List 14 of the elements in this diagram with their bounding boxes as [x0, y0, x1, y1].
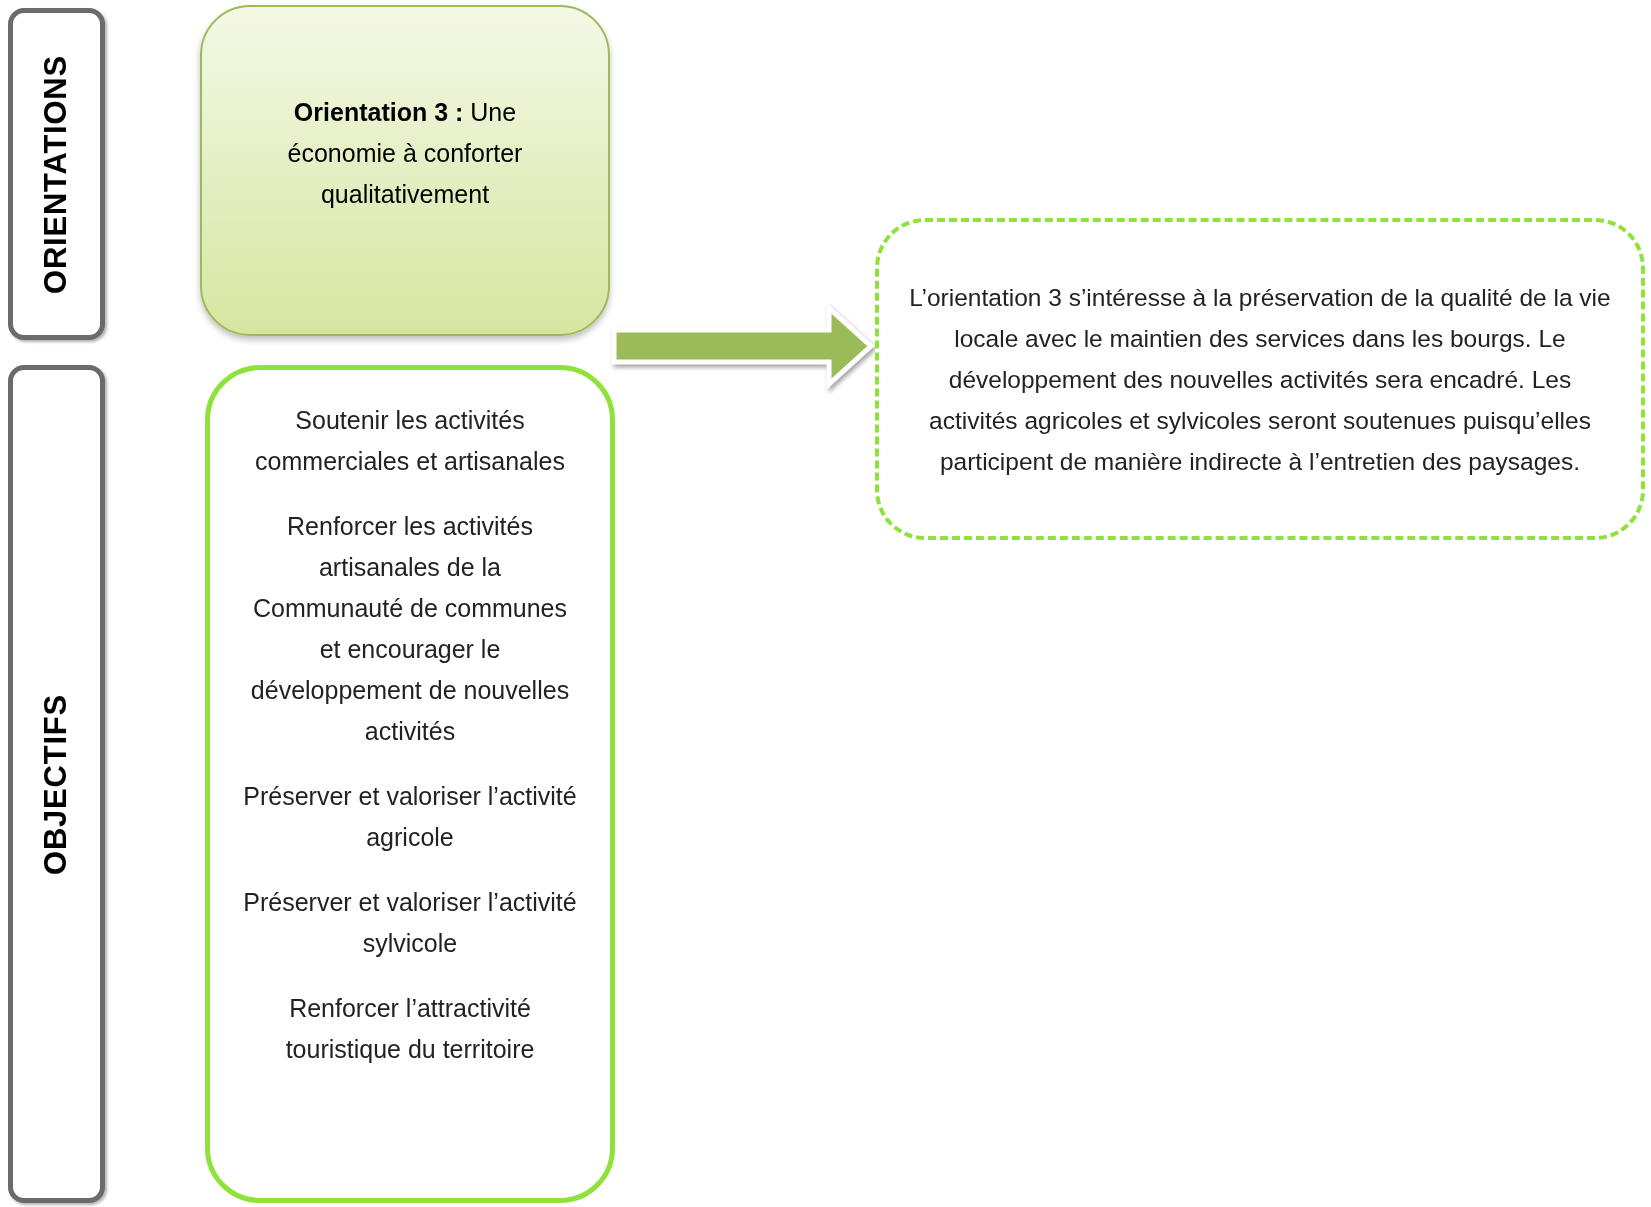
section-heading: ORIENTATIONS: [37, 54, 75, 294]
orientation-text: Orientation 3 : Une économie à conforter qualitativement: [286, 97, 524, 210]
objective-text: Soutenir les activités commerciales et artisanales: [254, 405, 566, 477]
section-tab: [8, 8, 105, 340]
orientation-box: [200, 5, 610, 336]
section-tab: [8, 365, 105, 1203]
description-text: L’orientation 3 s’intéresse à la préservation de la qualité de la vie locale avec le maintien des services dans les bourgs. Le développement des nouvelles activités sera encadré. Les activités agricoles et sylvicoles seront soutenues puisqu’elles participent de manière indirecte à l’entretien des paysages.: [908, 282, 1612, 477]
section-heading: OBJECTIFS: [37, 693, 75, 875]
description-box: [875, 218, 1645, 540]
objective-text: Préserver et valoriser l’activité agricole: [242, 781, 578, 853]
objective-text: Préserver et valoriser l’activité sylvicole: [242, 887, 578, 959]
objective-text: Renforcer les activités artisanales de la Communauté de communes et encourager le développement de nouvelles activités: [249, 511, 571, 747]
objective-text: Renforcer l’attractivité touristique du territoire: [284, 993, 536, 1065]
objectives-box: [205, 365, 615, 1203]
